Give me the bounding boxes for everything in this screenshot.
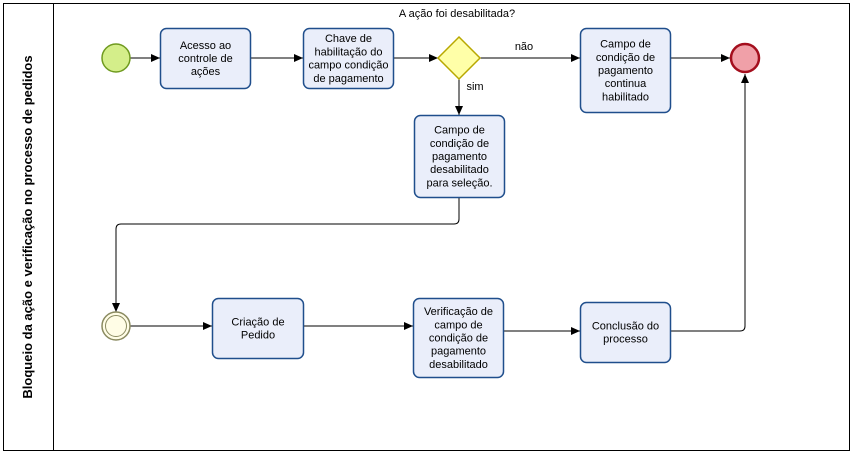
gateway-question: A ação foi desabilitada? <box>399 8 515 20</box>
task-label-line: campo condição <box>308 60 388 72</box>
intermediate-event <box>101 311 131 341</box>
task-label-line: campo de <box>434 319 482 331</box>
task-criacao: Criação de Pedido <box>211 297 305 360</box>
start-event <box>101 43 131 73</box>
gateway-yes-label: sim <box>466 81 483 93</box>
task-label-line: pagamento <box>431 346 486 358</box>
task-box <box>302 27 395 90</box>
task-label-line: Conclusão do <box>592 320 659 332</box>
flow-conclusao-to-end <box>670 74 749 332</box>
task-label-line: continua <box>605 78 647 90</box>
task-label-line: desabilitado <box>429 359 488 371</box>
task-label-line: Campo de <box>600 39 651 51</box>
gateway-no-label: não <box>515 41 533 53</box>
sequence-flows <box>112 54 749 335</box>
task-label-line: Pedido <box>241 330 275 342</box>
task-label-line: condição de <box>596 52 655 64</box>
task-label-line: Criação de <box>231 316 284 328</box>
exclusive-gateway <box>436 35 482 81</box>
task-label-line: Campo de <box>434 125 485 137</box>
task-box <box>579 301 672 364</box>
task-conclusao: Conclusão do processo <box>579 301 672 364</box>
task-label-line: processo <box>603 334 648 346</box>
task-label-line: habilitação do <box>315 46 383 58</box>
task-label-line: para seleção. <box>426 177 492 189</box>
end-event <box>729 42 761 74</box>
task-box <box>159 27 252 90</box>
task-label-line: Chave de <box>325 33 372 45</box>
task-label-line: habilitado <box>602 91 649 103</box>
task-box <box>412 297 505 379</box>
task-box <box>211 297 305 360</box>
flow-desabilitado-to-intermediate <box>112 197 460 312</box>
task-label-line: Verificação de <box>424 306 493 318</box>
task-label-line: desabilitado <box>430 164 489 176</box>
task-label-line: condição de <box>429 333 488 345</box>
task-label-line: pagamento <box>598 65 653 77</box>
task-label-line: condição de <box>430 138 489 150</box>
task-label-line: de pagamento <box>313 73 383 85</box>
task-box <box>413 114 506 199</box>
task-label-line: pagamento <box>432 151 487 163</box>
task-label-line: ações <box>191 66 221 78</box>
task-label-line: controle de <box>178 53 232 65</box>
task-box <box>579 27 672 114</box>
lane-title: Bloqueio da ação e verificação no proces… <box>20 55 35 398</box>
task-label-line: Acesso ao <box>180 40 231 52</box>
pool: Bloqueio da ação e verificação no proces… <box>3 3 850 451</box>
